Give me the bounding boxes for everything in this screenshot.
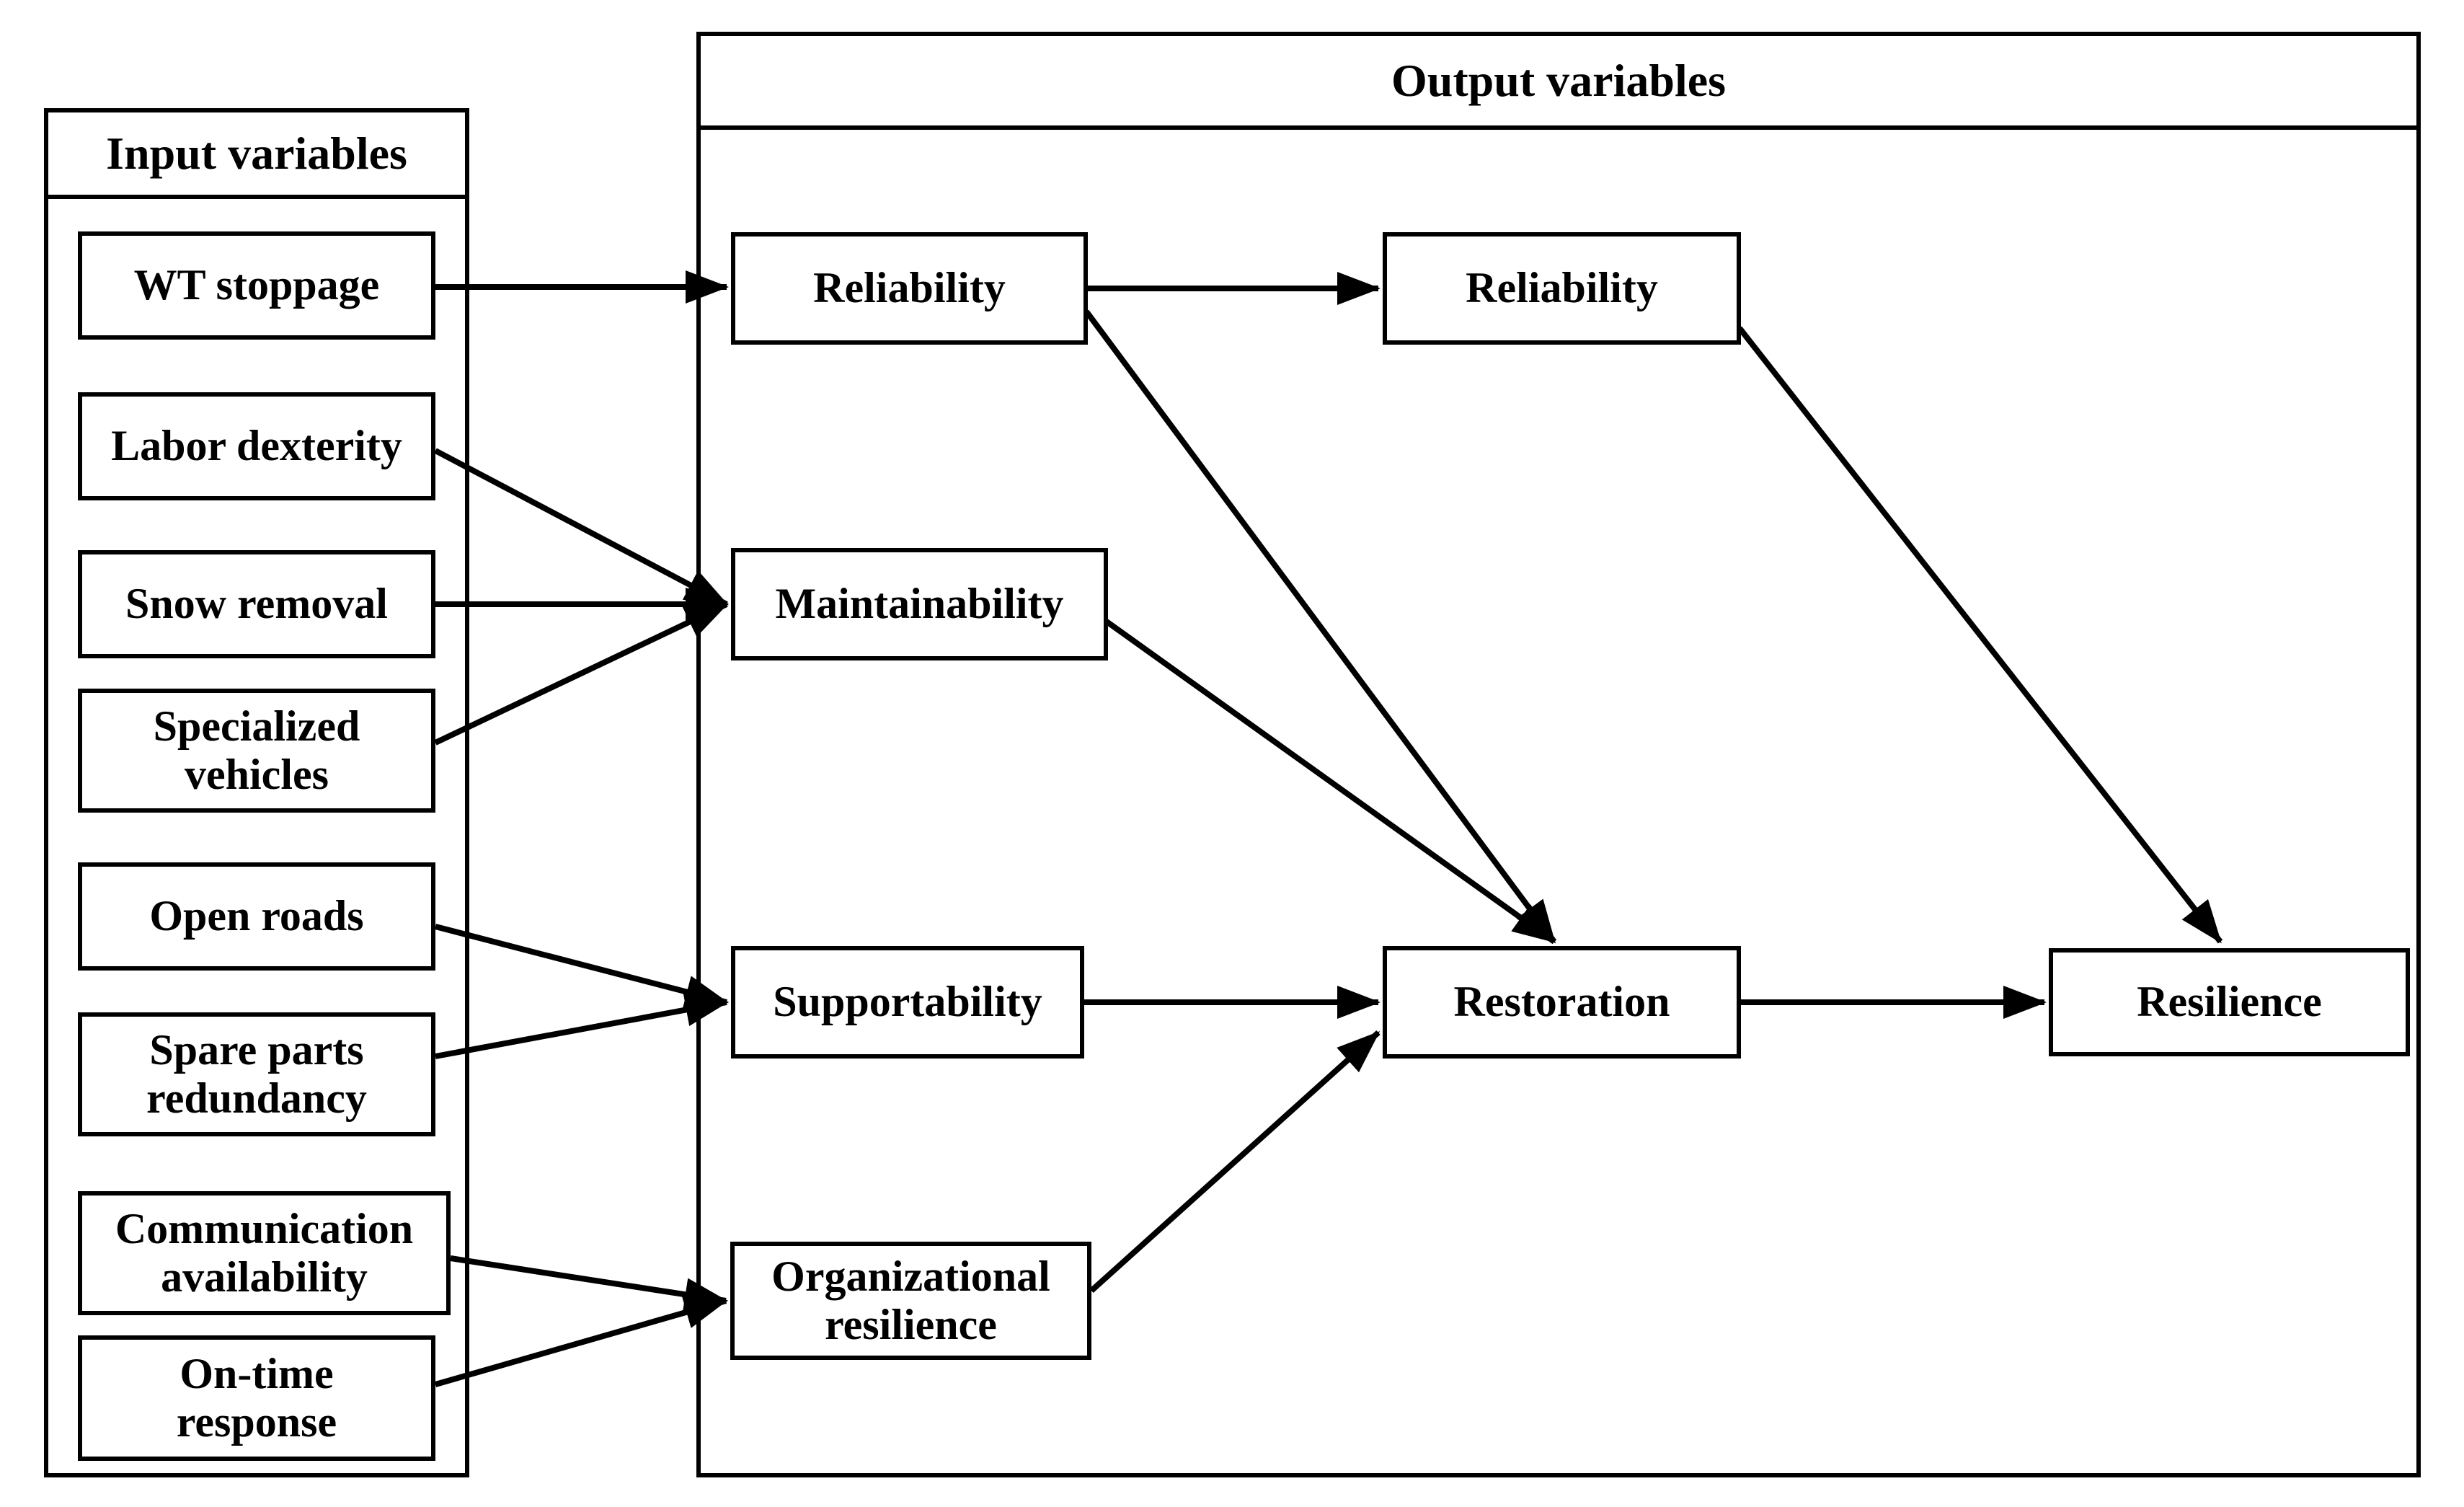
node-reliability-1: Reliability [731, 232, 1088, 345]
output-variables-panel: Output variables [696, 32, 2421, 1477]
arrow-maintainability-to-restoration [1104, 619, 1556, 945]
arrow-spare-parts-redundancy-to-supportability [435, 993, 729, 1059]
node-supportability: Supportability [731, 946, 1084, 1059]
node-reliability-2: Reliability [1383, 232, 1741, 345]
node-maintainability: Maintainability [731, 548, 1108, 660]
node-resilience: Resilience [2049, 948, 2410, 1056]
node-specialized-vehicles: Specialized vehicles [78, 689, 435, 813]
arrow-reliability-1-to-restoration [1083, 309, 1557, 944]
node-labor-dexterity: Labor dexterity [78, 392, 435, 500]
output-panel-title: Output variables [701, 36, 2416, 130]
arrow-communication-availability-to-organizational-resilience [450, 1255, 728, 1312]
node-wt-stoppage: WT stoppage [78, 231, 435, 340]
node-restoration: Restoration [1383, 946, 1741, 1059]
input-variables-panel: Input variables [44, 108, 469, 1477]
input-panel-title: Input variables [48, 112, 465, 199]
arrow-labor-dexterity-to-maintainability [434, 448, 729, 607]
node-organizational-resilience: Organizational resilience [730, 1242, 1091, 1360]
node-open-roads: Open roads [78, 862, 435, 971]
node-spare-parts-redundancy: Spare parts redundancy [78, 1012, 435, 1136]
node-communication-availability: Communication availability [78, 1191, 451, 1315]
arrow-specialized-vehicles-to-maintainability [434, 601, 729, 746]
arrow-open-roads-to-supportability [434, 924, 729, 1008]
node-on-time-response: On-time response [78, 1335, 435, 1461]
node-snow-removal: Snow removal [78, 550, 435, 658]
arrow-on-time-response-to-organizational-resilience [434, 1296, 728, 1387]
arrow-organizational-resilience-to-restoration [1089, 1030, 1381, 1293]
arrow-reliability-2-to-resilience [1737, 326, 2223, 944]
